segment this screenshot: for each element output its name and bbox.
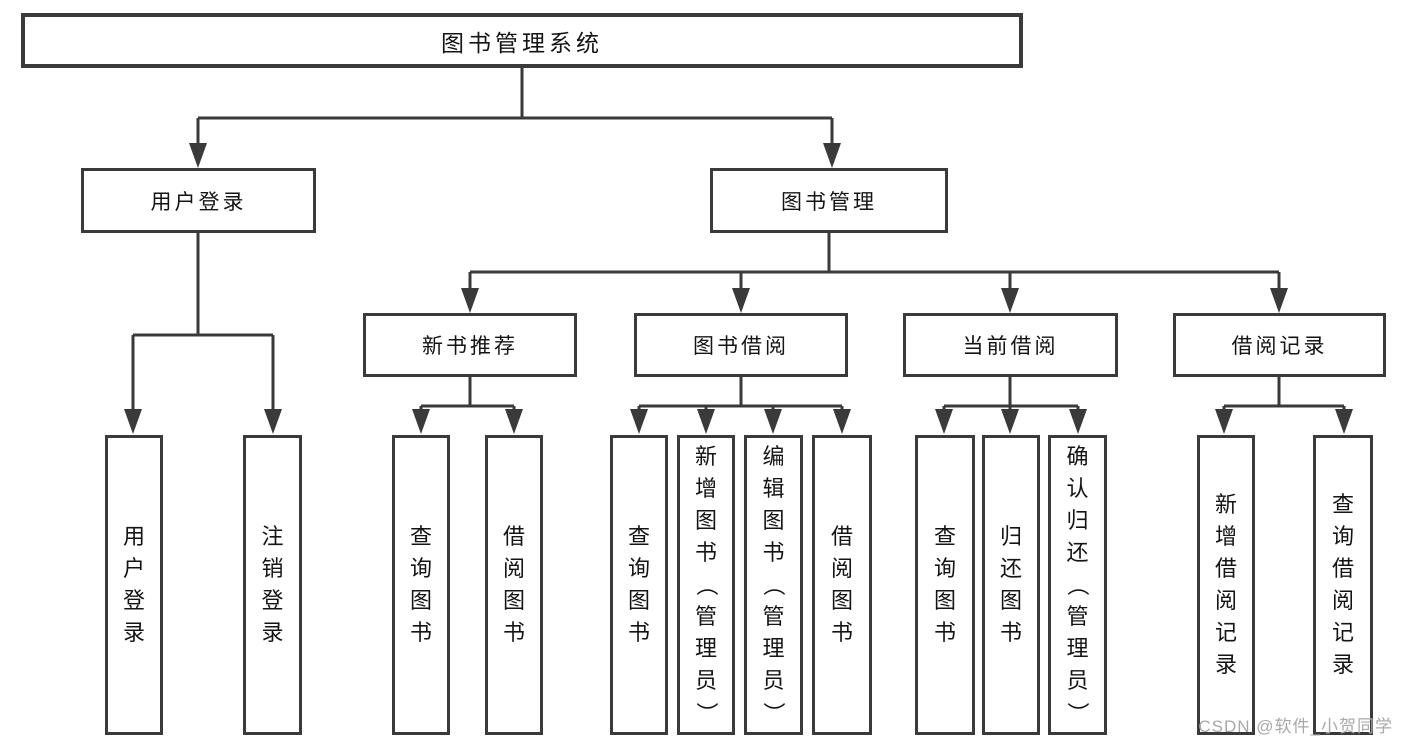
node-book-management: 图书管理: [710, 168, 948, 233]
node-user-login: 用户登录: [81, 168, 316, 233]
leaf-add-borrow-record: 新增借阅记录: [1197, 435, 1255, 735]
leaf-borrow-book: 借阅图书: [812, 435, 872, 735]
leaf-user-login: 用户登录: [105, 435, 163, 735]
leaf-label: 查询图书: [409, 524, 432, 645]
leaf-query-borrow-record: 查询借阅记录: [1313, 435, 1373, 735]
node-label: 图书管理: [781, 190, 877, 214]
node-current-borrow: 当前借阅: [903, 313, 1118, 377]
node-new-book-recommend: 新书推荐: [363, 313, 577, 377]
connector-user-login-to-leaves: [124, 233, 282, 434]
connector-borrow-record-to-leaves: [1215, 377, 1353, 434]
connector-book-borrow-to-leaves: [630, 377, 851, 434]
connector-root-to-level2: [189, 68, 841, 168]
leaf-current-query-book: 查询图书: [915, 435, 975, 735]
node-borrow-record: 借阅记录: [1173, 313, 1386, 377]
node-label: 新书推荐: [422, 335, 518, 358]
leaf-label: 归还图书: [999, 524, 1022, 645]
connector-new-book-recommend-to-leaves: [412, 377, 523, 434]
leaf-label: 用户登录: [122, 524, 145, 645]
node-label: 用户登录: [150, 190, 247, 214]
connector-current-borrow-to-leaves: [935, 377, 1087, 434]
leaf-label: 借阅图书: [830, 524, 853, 645]
node-label: 当前借阅: [962, 335, 1059, 358]
leaf-confirm-return-admin: 确认归还（管理员）: [1048, 435, 1107, 735]
leaf-label: 新增借阅记录: [1214, 492, 1237, 677]
node-label: 图书借阅: [693, 335, 789, 358]
leaf-label: 确认归还（管理员）: [1065, 444, 1091, 725]
node-book-borrow: 图书借阅: [634, 313, 848, 377]
leaf-recommend-query-book: 查询图书: [392, 435, 450, 735]
leaf-label: 查询图书: [933, 524, 956, 645]
leaf-label: 查询借阅记录: [1331, 492, 1354, 677]
leaf-recommend-borrow-book: 借阅图书: [485, 435, 543, 735]
connector-book-management-to-groups: [461, 233, 1288, 313]
leaf-label: 新增图书（管理员）: [693, 444, 719, 725]
leaf-return-book: 归还图书: [982, 435, 1040, 735]
csdn-watermark: CSDN @软件_小贺同学: [1198, 717, 1393, 736]
leaf-label: 查询图书: [627, 524, 650, 645]
leaf-borrow-query-book: 查询图书: [610, 435, 668, 735]
leaf-label: 借阅图书: [502, 524, 525, 645]
leaf-logout-login: 注销登录: [243, 435, 302, 735]
leaf-label: 编辑图书（管理员）: [761, 444, 787, 725]
node-label: 借阅记录: [1231, 335, 1328, 358]
node-label: 图书管理系统: [441, 29, 603, 56]
leaf-edit-book-admin: 编辑图书（管理员）: [744, 435, 803, 735]
leaf-label: 注销登录: [261, 524, 284, 645]
node-library-management-system: 图书管理系统: [21, 13, 1023, 68]
leaf-add-book-admin: 新增图书（管理员）: [677, 435, 735, 735]
